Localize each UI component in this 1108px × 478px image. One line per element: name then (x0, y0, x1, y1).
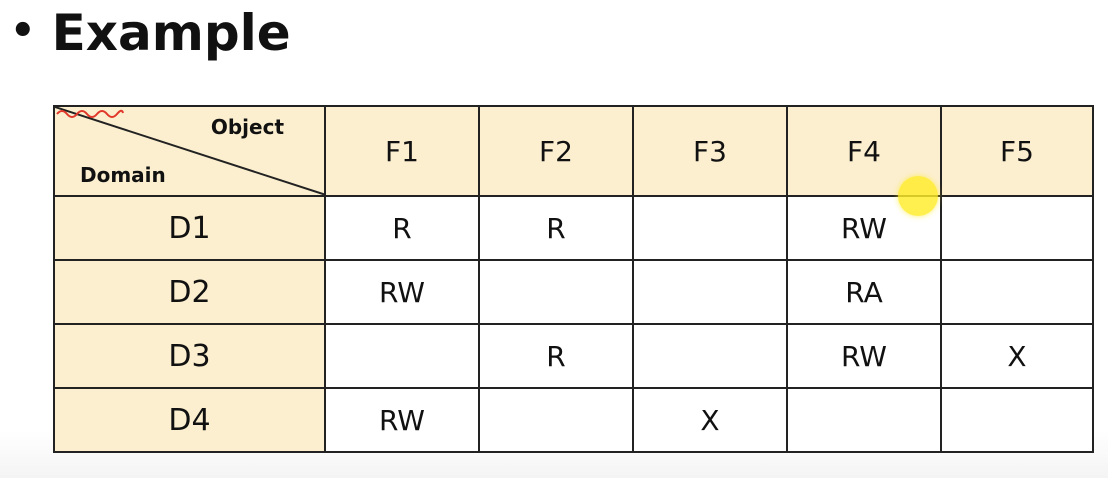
slide-title: Example (51, 4, 291, 62)
column-header-f5: F5 (940, 105, 1094, 197)
cell-d3-f4: RW (786, 323, 942, 389)
corner-diagonal-line (56, 108, 323, 194)
corner-header-cell: Object Domain (53, 105, 326, 197)
cell-d1-f1: R (324, 195, 480, 261)
domain-label: Domain (80, 163, 166, 187)
bullet-icon: • (10, 8, 36, 54)
cell-d3-f1 (324, 323, 480, 389)
cell-d2-f5 (940, 259, 1094, 325)
cell-d2-f2 (478, 259, 634, 325)
column-header-f3: F3 (632, 105, 788, 197)
cell-d2-f1: RW (324, 259, 480, 325)
cell-d3-f3 (632, 323, 788, 389)
cell-d4-f4 (786, 387, 942, 453)
object-label: Object (210, 115, 284, 139)
cell-d3-f2: R (478, 323, 634, 389)
matrix-row-d4: D4 RW X (53, 387, 1094, 453)
cell-d4-f5 (940, 387, 1094, 453)
column-header-f1: F1 (324, 105, 480, 197)
cell-d1-f2: R (478, 195, 634, 261)
row-header-d3: D3 (53, 323, 326, 389)
access-matrix-table: Object Domain F1 F2 F3 F4 F5 D1 R R RW D… (53, 105, 1094, 453)
cell-d2-f3 (632, 259, 788, 325)
column-header-f2: F2 (478, 105, 634, 197)
row-header-d2: D2 (53, 259, 326, 325)
matrix-row-d3: D3 R RW X (53, 323, 1094, 389)
matrix-row-d2: D2 RW RA (53, 259, 1094, 325)
matrix-row-d1: D1 R R RW (53, 195, 1094, 261)
matrix-header-row: Object Domain F1 F2 F3 F4 F5 (53, 105, 1094, 197)
cell-d4-f2 (478, 387, 634, 453)
row-header-d4: D4 (53, 387, 326, 453)
column-header-f4: F4 (786, 105, 942, 197)
cell-d1-f5 (940, 195, 1094, 261)
row-header-d1: D1 (53, 195, 326, 261)
cell-d4-f3: X (632, 387, 788, 453)
cell-d3-f5: X (940, 323, 1094, 389)
cell-d4-f1: RW (324, 387, 480, 453)
slide-heading: • Example (10, 0, 291, 66)
cell-d1-f4: RW (786, 195, 942, 261)
cell-d1-f3 (632, 195, 788, 261)
cell-d2-f4: RA (786, 259, 942, 325)
squiggle-underline-icon (56, 109, 124, 118)
